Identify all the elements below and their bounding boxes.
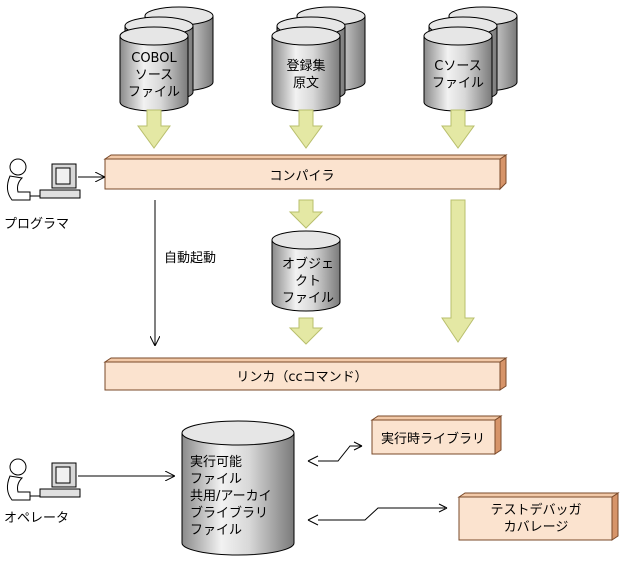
cobol-source-stack: COBOL ソース ファイル bbox=[119, 6, 214, 112]
c-source-line-1: Cソース bbox=[434, 59, 481, 74]
executable-line-1: 実行可能 bbox=[190, 454, 242, 470]
cobol-down-arrow bbox=[137, 109, 171, 149]
object-to-linker-arrow bbox=[288, 317, 324, 345]
compiler-label: コンパイラ bbox=[269, 169, 334, 184]
c-source-line-2: ファイル bbox=[432, 76, 484, 91]
runtime-library-label: 実行時ライブラリ bbox=[381, 431, 485, 447]
executable-line-4: ブライブラリ bbox=[190, 505, 268, 521]
executable-file-cylinder: 実行可能 ファイル 共用/アーカイ ブライブラリ ファイル bbox=[181, 420, 295, 556]
source-to-compiler-arrows bbox=[137, 109, 475, 149]
executable-line-3: 共用/アーカイ bbox=[190, 489, 272, 504]
object-file-line-3: ファイル bbox=[282, 291, 334, 306]
programmer-figure: プログラマ bbox=[4, 158, 81, 232]
copybook-line-1: 登録集 bbox=[286, 58, 325, 74]
copybook-down-arrow bbox=[289, 109, 323, 149]
cobol-source-line-1: COBOL bbox=[131, 51, 177, 66]
operator-figure: オペレータ bbox=[4, 458, 81, 526]
executable-runtime-link bbox=[307, 441, 363, 467]
executable-debugger-link bbox=[307, 503, 448, 526]
cobol-source-line-3: ファイル bbox=[128, 85, 180, 100]
object-file-line-1: オブジェ bbox=[282, 256, 334, 272]
test-debugger-line-1: テストデバッガ bbox=[490, 502, 581, 518]
executable-line-2: ファイル bbox=[190, 472, 242, 487]
test-debugger-box: テストデバッガ カバレージ bbox=[457, 492, 620, 541]
object-file-line-2: クト bbox=[295, 274, 321, 289]
programmer-label: プログラマ bbox=[4, 217, 69, 232]
compiler-bar: コンパイラ bbox=[103, 154, 508, 191]
object-file-cylinder: オブジェ クト ファイル bbox=[271, 230, 341, 312]
cobol-source-line-2: ソース bbox=[135, 68, 173, 83]
test-debugger-line-2: カバレージ bbox=[504, 520, 569, 535]
linker-bar: リンカ（ccコマンド） bbox=[103, 357, 508, 391]
copybook-line-2: 原文 bbox=[293, 76, 319, 91]
runtime-library-box: 実行時ライブラリ bbox=[370, 415, 503, 455]
operator-label: オペレータ bbox=[4, 511, 69, 526]
c-source-stack: Cソース ファイル bbox=[423, 6, 518, 112]
auto-start-label: 自動起動 bbox=[164, 251, 216, 266]
c-source-down-arrow bbox=[441, 109, 475, 149]
compiler-to-object-arrow bbox=[288, 199, 324, 229]
linker-label: リンカ（ccコマンド） bbox=[236, 370, 367, 385]
compiler-to-linker-long-arrow bbox=[441, 199, 475, 343]
copybook-source-stack: 登録集 原文 bbox=[271, 6, 366, 112]
executable-line-5: ファイル bbox=[190, 523, 242, 538]
